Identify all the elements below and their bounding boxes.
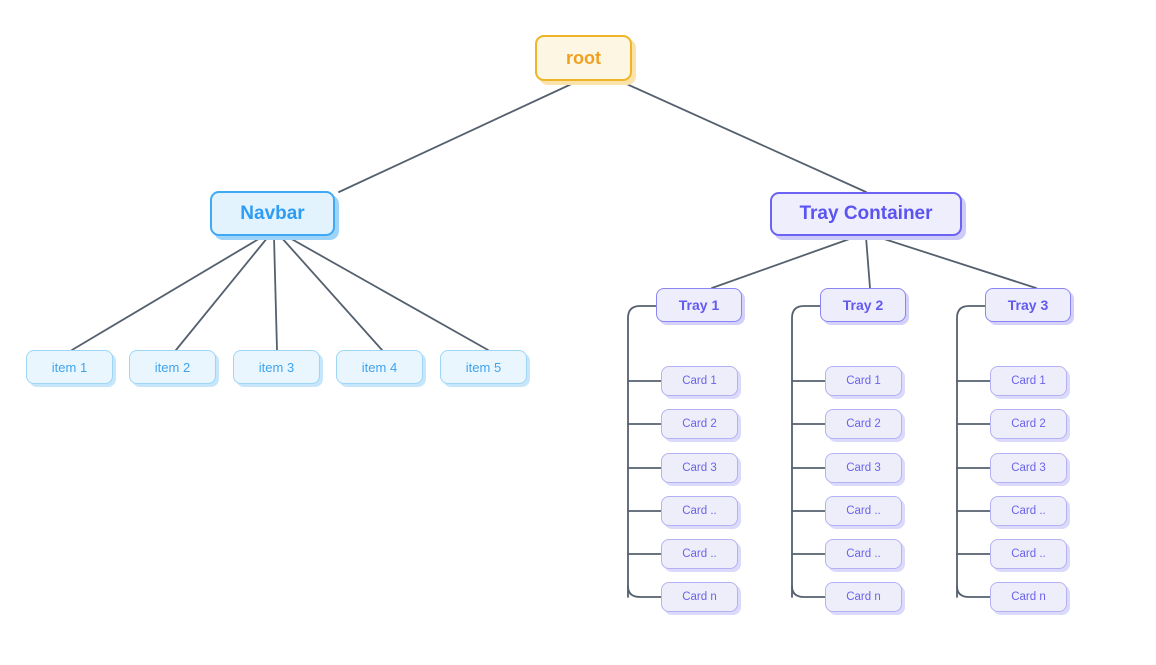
node-tray-2-card-2[interactable]: Card 2 [825, 409, 902, 439]
node-tray-1-card-2[interactable]: Card 2 [661, 409, 738, 439]
node-tray-container[interactable]: Tray Container [770, 192, 962, 236]
node-tray-2-card-1[interactable]: Card 1 [825, 366, 902, 396]
node-tray-2-card-4[interactable]: Card .. [825, 496, 902, 526]
node-item-2[interactable]: item 2 [129, 350, 216, 384]
node-tray-3-card-3[interactable]: Card 3 [990, 453, 1067, 483]
node-tray-2-card-3[interactable]: Card 3 [825, 453, 902, 483]
node-item-3[interactable]: item 3 [233, 350, 320, 384]
node-tray-1[interactable]: Tray 1 [656, 288, 742, 322]
tray-2-branch-lines [791, 305, 830, 598]
node-tray-3-card-6[interactable]: Card n [990, 582, 1067, 612]
node-root[interactable]: root [535, 35, 632, 81]
node-tray-1-card-1[interactable]: Card 1 [661, 366, 738, 396]
edge-traycontainer-tray-2 [865, 236, 871, 289]
node-item-4[interactable]: item 4 [336, 350, 423, 384]
node-item-5[interactable]: item 5 [440, 350, 527, 384]
node-tray-3-card-2[interactable]: Card 2 [990, 409, 1067, 439]
edge-root-navbar [338, 80, 579, 193]
node-tray-2[interactable]: Tray 2 [820, 288, 906, 322]
node-tray-2-card-6[interactable]: Card n [825, 582, 902, 612]
edge-navbar-item-1 [71, 236, 263, 351]
edge-navbar-item-3 [273, 236, 278, 351]
node-tray-3-card-1[interactable]: Card 1 [990, 366, 1067, 396]
node-tray-3-card-5[interactable]: Card .. [990, 539, 1067, 569]
edge-navbar-item-5 [287, 236, 489, 351]
node-tray-1-card-4[interactable]: Card .. [661, 496, 738, 526]
edge-traycontainer-tray-3 [877, 236, 1037, 289]
node-tray-1-card-6[interactable]: Card n [661, 582, 738, 612]
node-tray-1-card-3[interactable]: Card 3 [661, 453, 738, 483]
tray-1-branch-lines [627, 305, 666, 598]
edge-navbar-item-2 [175, 236, 269, 351]
node-tray-2-card-5[interactable]: Card .. [825, 539, 902, 569]
node-tray-1-card-5[interactable]: Card .. [661, 539, 738, 569]
edge-navbar-item-4 [280, 236, 383, 351]
node-tray-3-card-4[interactable]: Card .. [990, 496, 1067, 526]
node-tray-3[interactable]: Tray 3 [985, 288, 1071, 322]
edge-traycontainer-tray-1 [711, 236, 856, 289]
edge-root-traycontainer [619, 80, 867, 193]
node-item-1[interactable]: item 1 [26, 350, 113, 384]
tray-3-branch-lines [956, 305, 995, 598]
node-navbar[interactable]: Navbar [210, 191, 335, 236]
